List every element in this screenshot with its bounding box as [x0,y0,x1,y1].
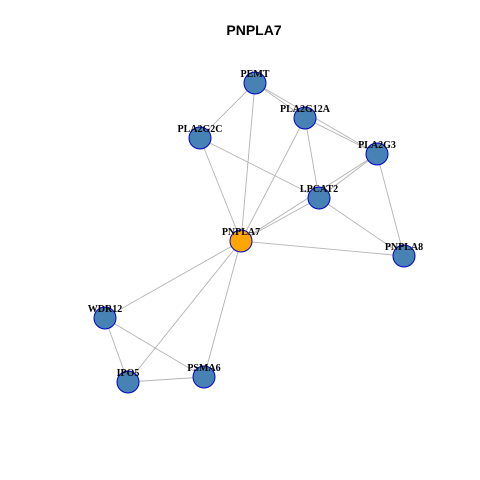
edge-pla2g3-pnpla8 [376,153,405,257]
edge-pla2g12a-lpcat2 [304,117,320,199]
edge-pnpla7-pnpla8 [240,240,405,257]
edge-lpcat2-pnpla8 [318,197,405,257]
node-label-pla2g3: PLA2G3 [358,140,396,151]
node-ipo5 [116,370,140,394]
node-label-psma6: PSMA6 [187,363,220,374]
edge-ipo5-psma6 [127,376,205,383]
edge-pla2g3-lpcat2 [318,153,378,199]
node-label-lpcat2: LPCAT2 [300,184,338,195]
node-label-pla2g12a: PLA2G12A [280,104,331,115]
edge-lpcat2-pnpla7 [240,197,320,242]
nodes-layer [93,71,416,394]
edge-pnpla7-ipo5 [127,240,242,383]
edge-pemt-pla2g2c [199,82,256,139]
node-pla2g2c [188,126,212,150]
node-pnpla8 [392,244,416,268]
node-label-pemt: PEMT [241,69,270,80]
edge-pnpla7-wdr12 [104,240,242,319]
edge-pla2g12a-pla2g3 [304,117,378,155]
node-label-pnpla7: PNPLA7 [222,227,260,238]
node-lpcat2 [307,186,331,210]
labels-layer: PEMT PLA2G12A PLA2G2C PLA2G3LPCAT2PNPLA7PNP… [88,69,423,379]
node-label-wdr12: WDR12 [88,304,122,315]
edge-pla2g2c-lpcat2 [199,137,320,199]
edge-pla2g12a-pnpla7 [240,117,306,242]
node-pla2g12a [293,106,317,130]
node-label-pnpla8: PNPLA8 [385,242,423,253]
node-label-ipo5: IPO5 [117,368,140,379]
edge-wdr12-psma6 [104,317,205,378]
node-label-pla2g2c: PLA2G2C [178,124,223,135]
edge-pnpla7-psma6 [203,240,242,378]
node-psma6 [192,365,216,389]
edges-layer [104,82,405,383]
node-pemt [243,71,267,95]
node-pla2g3 [365,142,389,166]
edge-pla2g2c-pnpla7 [199,137,242,242]
node-wdr12 [93,306,117,330]
node-pnpla7 [229,229,253,253]
graph-title: PNPLA7 [226,22,281,38]
